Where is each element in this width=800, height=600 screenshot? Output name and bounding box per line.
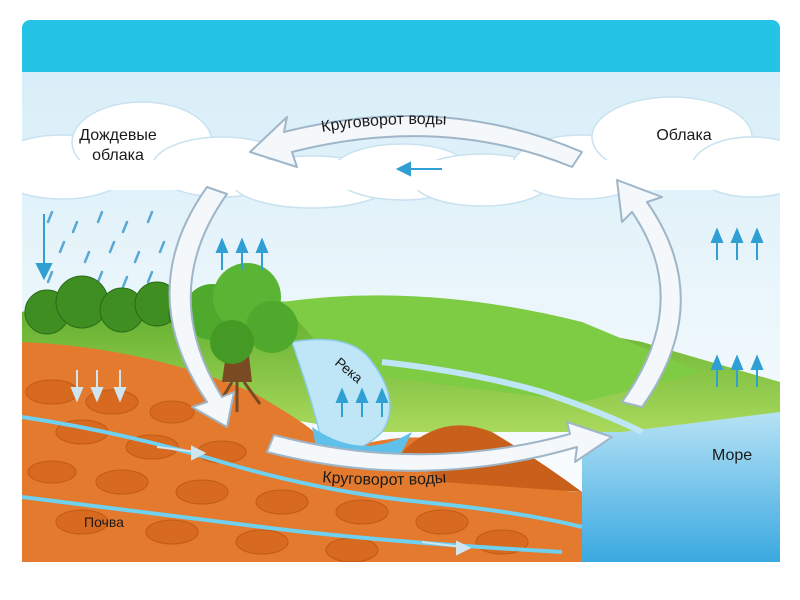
- cycle-arrows: [168, 115, 682, 472]
- cycle-arrow-top: [249, 115, 583, 168]
- label-clouds: Облака: [656, 127, 711, 144]
- svg-text:Круговорот воды: Круговорот воды: [322, 469, 447, 489]
- water-cycle-diagram: Дождевые облака Облака Река Море Почва К…: [22, 72, 780, 562]
- label-rain-clouds-2: облака: [92, 147, 144, 164]
- cycle-arrow-bottom: [266, 421, 613, 472]
- cycle-arrow-right: [616, 179, 682, 408]
- label-cycle-bottom: Круговорот воды: [322, 469, 447, 489]
- arrow-icon: [35, 161, 764, 556]
- tree-icon: [184, 263, 298, 412]
- header-bar: [22, 20, 780, 72]
- label-sea: Море: [712, 447, 752, 464]
- cycle-arrow-left: [168, 186, 235, 428]
- label-soil: Почва: [84, 514, 124, 530]
- label-rain-clouds-1: Дождевые: [79, 127, 157, 144]
